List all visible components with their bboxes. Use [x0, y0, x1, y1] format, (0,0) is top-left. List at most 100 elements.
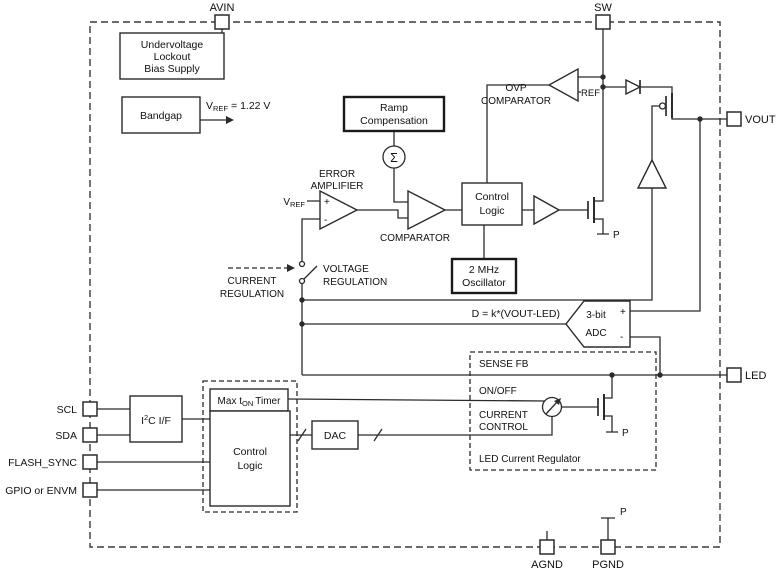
arrowhead — [226, 116, 234, 124]
error-amp-label-1: ERROR — [319, 169, 355, 180]
pin-agnd — [539, 539, 555, 555]
pin-pgnd — [600, 539, 616, 555]
error-amp-label-2: AMPLIFIER — [311, 181, 364, 192]
wire — [97, 29, 727, 540]
bandgap-label: Bandgap — [140, 110, 182, 122]
vref-value-label: VREF= 1.22 V — [206, 100, 270, 113]
ref-label: REF — [581, 88, 600, 99]
oscillator-label-2: Oscillator — [462, 277, 506, 289]
pin-flash-sync — [82, 454, 98, 470]
uvlo-box — [119, 32, 225, 80]
on-off-label: ON/OFF — [479, 386, 517, 397]
control-logic-bottom-1: Control — [233, 446, 267, 458]
digital-control-boundary — [202, 380, 298, 513]
pin-gpio-envm — [82, 482, 98, 498]
pin-sda — [82, 427, 98, 443]
bandgap-box — [121, 96, 201, 134]
gate-driver-buffer — [533, 194, 561, 226]
voltage-regulation-2: REGULATION — [323, 277, 387, 288]
p-ground-label: P — [620, 507, 627, 518]
pin-label-scl: SCL — [57, 404, 78, 416]
ramp-compensation-block: Ramp Compensation — [342, 95, 446, 133]
adc-plus: + — [620, 307, 626, 318]
pin-led — [726, 367, 742, 383]
pin-scl — [82, 401, 98, 417]
uvlo-block: Undervoltage Lockout Bias Supply — [119, 32, 225, 80]
pin-label-pgnd: PGND — [592, 559, 624, 571]
current-regulation-2: REGULATION — [220, 289, 284, 300]
error-amplifier: ERROR AMPLIFIER + - VREF — [283, 169, 364, 231]
junction-dots — [299, 74, 703, 378]
ramp-label-2: Compensation — [360, 115, 428, 127]
led-current-regulator-boundary — [469, 351, 657, 471]
ovp-label-2: COMPARATOR — [481, 96, 551, 107]
i2c-label: I2C I/F — [141, 413, 171, 427]
junction-dot — [600, 84, 606, 90]
error-amp-triangle — [319, 189, 359, 231]
arrowhead — [287, 264, 295, 272]
pin-label-sda: SDA — [55, 430, 77, 442]
led-current-regulator-label: LED Current Regulator — [479, 454, 581, 465]
pin-sw — [595, 14, 611, 30]
current-source-arrow — [545, 401, 558, 415]
pin-label-led: LED — [745, 370, 766, 382]
junction-dot — [609, 372, 615, 378]
adc-block: 3-bit ADC + - D = k*(VOUT-LED) — [472, 300, 631, 348]
adc-label-1: 3-bit — [586, 310, 606, 321]
comparator-triangle — [407, 189, 447, 231]
junction-dot — [299, 321, 305, 327]
p-ground-label: P — [622, 428, 629, 439]
i2c-interface-block: I2C I/F — [129, 395, 183, 443]
pin-label-flash-sync: FLASH_SYNC — [8, 457, 77, 469]
control-logic-top: Control Logic — [461, 182, 523, 226]
switch-contact-top — [298, 260, 306, 268]
pins: AVIN SW VOUT LED SCL SDA FLASH_SYNC GPIO… — [5, 2, 776, 571]
adc-label-2: ADC — [585, 328, 606, 339]
i2c-box — [129, 395, 183, 443]
sense-fb-label: SENSE FB — [479, 359, 529, 370]
adc-shape — [565, 300, 631, 348]
boost-nmos-switch: P — [587, 197, 620, 241]
comparator-label: COMPARATOR — [380, 233, 450, 244]
control-logic-top-2: Logic — [479, 205, 504, 217]
pwm-comparator: COMPARATOR — [380, 189, 450, 244]
uvlo-label-3: Bias Supply — [144, 63, 200, 75]
adc-formula: D = k*(VOUT-LED) — [472, 308, 560, 320]
led-current-regulator: SENSE FB ON/OFF CURRENT CONTROL LED Curr… — [479, 359, 629, 465]
pin-label-agnd: AGND — [531, 559, 563, 571]
oscillator-box — [450, 257, 518, 295]
ovp-comparator: OVP COMPARATOR REF — [481, 67, 600, 107]
p-ground-label: P — [613, 230, 620, 241]
control-logic-top-box — [461, 182, 523, 226]
dac-block: DAC — [311, 420, 359, 450]
junction-dot — [299, 297, 305, 303]
control-logic-bottom: Control Logic — [209, 410, 291, 507]
pin-label-sw: SW — [594, 2, 612, 14]
uvlo-label-1: Undervoltage — [141, 39, 204, 51]
control-logic-bottom-box — [209, 410, 291, 507]
control-logic-bottom-2: Logic — [237, 460, 262, 472]
current-regulation-1: CURRENT — [228, 276, 277, 287]
ovp-label-1: OVP — [505, 83, 526, 94]
vref-input-label: VREF — [283, 197, 305, 209]
current-control-1: CURRENT — [479, 410, 528, 421]
sigma-label: Σ — [390, 151, 398, 165]
oscillator-block: 2 MHz Oscillator — [450, 257, 518, 295]
bandgap-block: Bandgap VREF= 1.22 V — [121, 96, 270, 134]
pin-vout — [726, 111, 742, 127]
pin-label-vout: VOUT — [745, 114, 776, 126]
error-amp-minus: - — [324, 215, 327, 226]
control-logic-top-1: Control — [475, 191, 509, 203]
sigma-node: Σ — [382, 145, 406, 169]
pin-label-avin: AVIN — [210, 2, 235, 14]
dac-box — [311, 420, 359, 450]
error-amp-plus: + — [324, 197, 330, 208]
regulation-mode-switch: VOLTAGE REGULATION CURRENT REGULATION — [220, 260, 387, 300]
pmos-gate-bubble — [658, 102, 667, 110]
oscillator-label-1: 2 MHz — [469, 264, 499, 276]
adc-minus: - — [620, 332, 623, 343]
ramp-label-1: Ramp — [380, 102, 408, 114]
